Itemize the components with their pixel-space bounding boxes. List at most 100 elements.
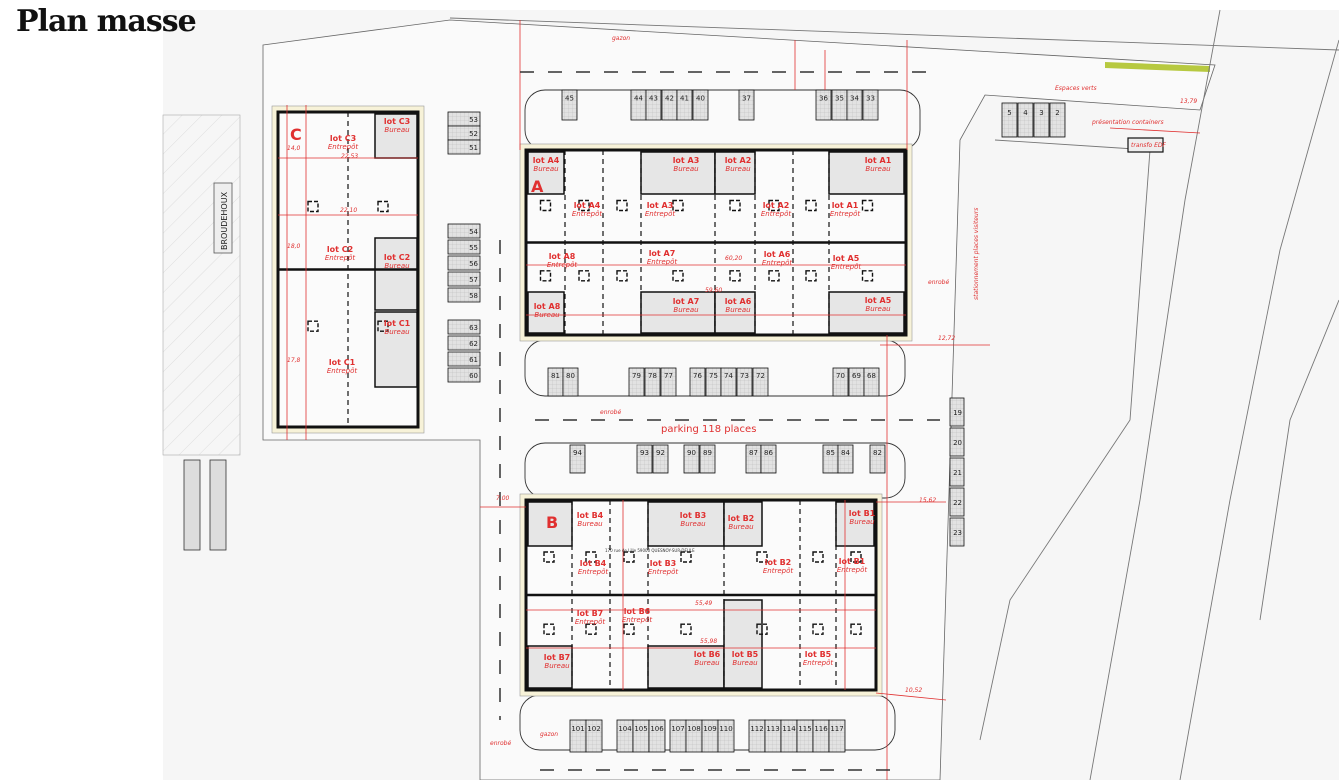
bureau-room [723,501,763,547]
bureau-room [828,151,905,195]
parking-bay [1001,102,1018,138]
parking-number: 87 [749,449,758,457]
lot-use-label: Bureau [673,306,699,314]
building-letter: A [531,177,544,196]
parking-space: 20 [949,427,965,457]
parking-bay [828,719,846,753]
lot-label: lot C2 [384,253,410,262]
dimension-label: 13,79 [1180,98,1197,105]
lot-label: lot B4 [580,559,607,568]
parking-number: 52 [469,130,478,138]
parking-number: 51 [469,144,478,152]
parking-number: 19 [953,409,962,417]
lot-label: lot B2 [765,558,792,567]
lot-use-label: Bureau [865,305,891,313]
lot-use-label: Entrepôt [647,258,678,266]
parking-space: 36 [815,89,832,121]
lot-label: lot A6 [725,297,752,306]
parking-number: 55 [469,244,478,252]
bureau-room [374,237,418,311]
lot-use-label: Bureau [384,328,410,336]
lot-use-label: Entrepôt [648,568,679,576]
parking-number: 90 [687,449,696,457]
column-marker [812,623,824,635]
bureau-room [527,291,565,334]
parking-number: 94 [573,449,582,457]
lot-use-label: Entrepôt [761,210,792,218]
parking-space: 52 [447,125,481,141]
parking-space: 5 [1001,102,1018,138]
parking-bay [869,444,886,474]
lot-label: lot B3 [650,559,677,568]
parking-number: 82 [873,449,882,457]
parking-space: 21 [949,457,965,487]
parking-number: 79 [632,372,641,380]
column-marker [672,270,684,282]
column-marker [307,200,319,213]
green-strip [1105,62,1210,72]
parking-space: 82 [869,444,886,474]
column-marker [768,270,780,282]
parking-bay [569,444,586,474]
parking-number: 63 [469,324,478,332]
parking-bay [752,367,769,397]
parking-space: 60 [447,367,481,383]
lot-use-label: Bureau [725,306,751,314]
parking-space: 37 [738,89,755,121]
dimension-label: 17,8 [287,357,301,364]
espaces-verts-label: Espaces verts [1055,85,1097,92]
column-marker [805,199,817,212]
parking-space: 76 [689,367,706,397]
containers-label: présentation containers [1091,119,1164,126]
parking-space: 115 [796,719,814,753]
lot-label: lot A2 [763,201,790,210]
lot-use-label: Bureau [725,165,751,173]
parking-space: 73 [736,367,753,397]
column-marker [543,623,555,635]
parking-space: 93 [636,444,653,474]
parking-space: 35 [831,89,848,121]
lot-use-label: Entrepôt [837,566,868,574]
lot-label: lot A7 [673,297,700,306]
lot-use-label: Bureau [384,126,410,134]
parking-bay [689,367,706,397]
parking-number: 115 [798,725,811,733]
parking-bay [676,89,693,121]
parking-space: 3 [1033,102,1050,138]
parking-space: 107 [669,719,687,753]
dimension-label: 22,10 [340,207,357,214]
lot-label: lot A1 [832,201,859,210]
parking-space: 68 [863,367,880,397]
parking-space: 108 [685,719,703,753]
parking-space: 41 [676,89,693,121]
parking-bay [628,367,645,397]
parking-bay [837,444,854,474]
lot-use-label: Entrepôt [762,259,793,267]
dimension-label: 22,53 [341,153,358,160]
lot-use-label: Bureau [577,520,603,528]
address-label: 170 rue de Lille 59000 QUESNOY-SUR-DEULE [605,548,695,553]
enrobe-label: enrobé [600,409,621,416]
dimension-label: 12,72 [938,335,955,342]
bureau-room [835,501,875,547]
parking-bay [736,367,753,397]
parking-number: 60 [469,372,478,380]
parking-space: 113 [764,719,782,753]
parking-number: 34 [850,95,859,103]
column-marker [623,623,635,635]
column-marker [850,623,862,635]
parking-number: 104 [618,725,632,733]
parking-number: 93 [640,449,649,457]
dimension-line [1109,127,1201,134]
column-marker [377,200,389,213]
parking-number: 40 [696,95,705,103]
column-marker [768,199,780,212]
bureau-room [640,291,716,334]
lot-use-label: Entrepôt [328,143,359,151]
parking-bay [949,487,965,517]
dimension-label: 59,60 [705,287,722,294]
parking-bay [447,239,481,255]
lot-label: lot B1 [839,557,866,566]
column-marker [616,199,628,212]
